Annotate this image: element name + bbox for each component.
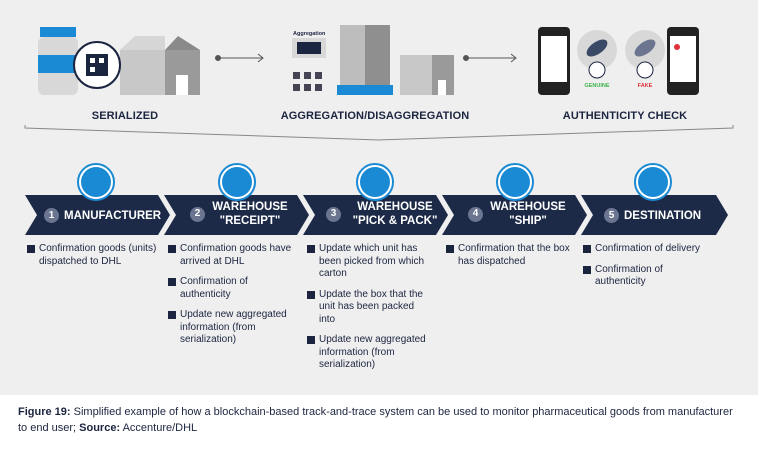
step-number: 1 — [44, 208, 59, 223]
phone-genuine-icon — [538, 27, 570, 95]
bullet-item: Confirmation that the box has dispatched — [446, 243, 571, 268]
step-3-bullets: Update which unit has been picked from w… — [307, 243, 432, 380]
step-title: WAREHOUSE "PICK & PACK" — [352, 201, 438, 227]
bullet-item: Update new aggregated information (from … — [307, 334, 432, 372]
step-number: 4 — [468, 206, 483, 222]
step-2: 2 WAREHOUSE "RECEIPT" — [190, 200, 290, 228]
bullet-item: Confirmation of delivery — [583, 243, 713, 256]
arrow-icon — [463, 53, 517, 63]
stage-label-authenticity: AUTHENTICITY CHECK — [562, 110, 688, 122]
phone-fake-icon — [667, 27, 699, 95]
medicine-bottle-icon — [38, 27, 78, 95]
warehouse-truck-icon — [218, 163, 256, 201]
bullet-item: Confirmation of authenticity — [168, 276, 293, 301]
step-5: 5 DESTINATION — [604, 208, 701, 223]
bullet-item: Confirmation goods have arrived at DHL — [168, 243, 293, 268]
illustrations: Aggregation GENUINE FAKE — [24, 25, 734, 141]
bullet-item: Update the box that the unit has been pa… — [307, 289, 432, 327]
step-3: 3 WAREHOUSE "PICK & PACK" — [326, 200, 444, 228]
step-title: WAREHOUSE "RECEIPT" — [212, 201, 288, 227]
stage-label-serialized: SERIALIZED — [91, 110, 159, 122]
step-4-bullets: Confirmation that the box has dispatched — [446, 243, 571, 276]
warehouse-truck-icon — [496, 163, 534, 201]
step-title: WAREHOUSE "SHIP" — [490, 201, 566, 227]
pill-icon — [625, 30, 665, 79]
bullet-item: Confirmation goods (units) dispatched to… — [27, 243, 157, 268]
step-title: DESTINATION — [624, 209, 702, 222]
bullet-item: Update which unit has been picked from w… — [307, 243, 432, 281]
step-1-bullets: Confirmation goods (units) dispatched to… — [27, 243, 157, 276]
arrow-icon — [215, 53, 264, 63]
step-number: 5 — [604, 208, 619, 223]
source-text: Accenture/DHL — [120, 422, 198, 434]
figure-caption: Figure 19: Simplified example of how a b… — [18, 404, 738, 436]
aggregation-label: Aggregation — [293, 31, 326, 37]
step-2-bullets: Confirmation goods have arrived at DHL C… — [168, 243, 293, 355]
box-icon — [120, 36, 200, 95]
qr-grid-icon — [293, 72, 322, 91]
pill-icon — [577, 30, 617, 79]
step-number: 3 — [326, 206, 341, 222]
process-chevrons — [25, 195, 728, 235]
pallet-boxes-icon — [337, 25, 393, 95]
barcode-icon — [292, 38, 326, 58]
fake-label: FAKE — [638, 83, 653, 89]
location-pin-icon — [634, 163, 672, 201]
step-1: 1 MANUFACTURER — [44, 208, 161, 223]
warehouse-truck-icon — [356, 163, 394, 201]
qr-code-icon — [73, 41, 121, 89]
step-5-bullets: Confirmation of delivery Confirmation of… — [583, 243, 713, 297]
bullet-item: Update new aggregated information (from … — [168, 309, 293, 347]
step-4: 4 WAREHOUSE "SHIP" — [468, 200, 568, 228]
box-icon — [400, 55, 454, 95]
source-label: Source: — [79, 422, 121, 434]
caption-text: Simplified example of how a blockchain-b… — [18, 406, 733, 434]
factory-icon — [77, 163, 115, 201]
bullet-item: Confirmation of authenticity — [583, 264, 713, 289]
genuine-label: GENUINE — [584, 83, 609, 89]
step-number: 2 — [190, 206, 205, 222]
figure-label: Figure 19: — [18, 406, 71, 418]
step-title: MANUFACTURER — [64, 209, 162, 222]
bracket-line — [24, 125, 734, 141]
stage-label-aggregation: AGGREGATION/DISAGGREGATION — [280, 110, 470, 122]
